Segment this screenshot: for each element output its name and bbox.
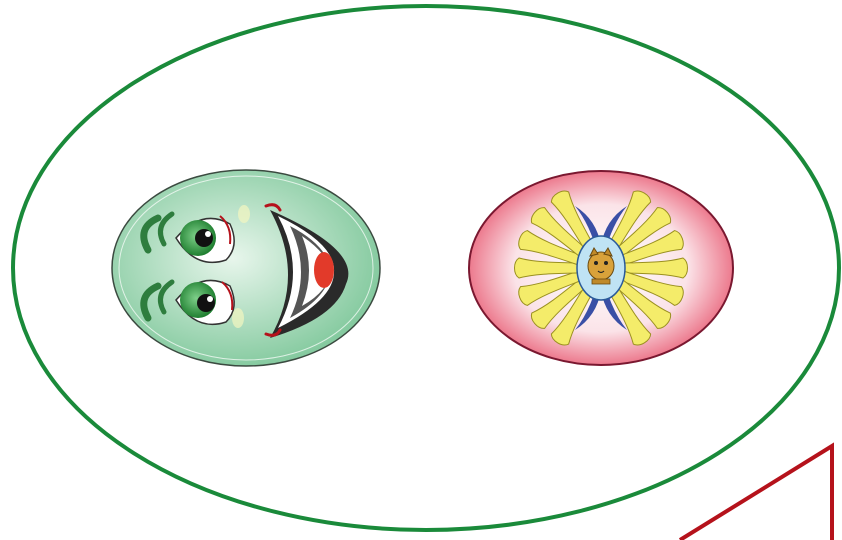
corner-line xyxy=(680,446,832,540)
face-button[interactable] xyxy=(112,170,380,366)
cat-emblem-icon xyxy=(577,236,625,300)
flower-button[interactable] xyxy=(469,171,733,365)
